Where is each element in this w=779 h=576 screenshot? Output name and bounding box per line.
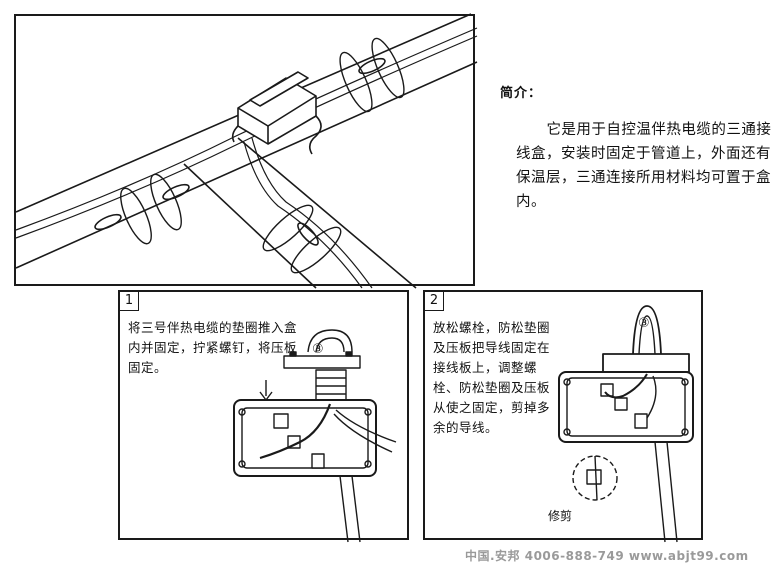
- branch-pipe-left-edge: [183, 163, 317, 289]
- terminal-c: [634, 413, 648, 429]
- intro-body: 它是用于自控温伴热电缆的三通接线盒，安装时固定于管道上，外面还有保温层，三通连接…: [516, 122, 772, 210]
- step-panel-1: 1 将三号伴热电缆的垫圈推入盒内并固定，拧紧螺钉，将压板固定。: [118, 290, 409, 543]
- cable-gland-plate: [283, 355, 361, 369]
- trim-detail-circle: [572, 455, 618, 501]
- step-panel-2: 2 放松螺栓，防松垫圈及压板把导线固定在接线板上，调整螺栓、防松垫圈及压板从使之…: [423, 290, 703, 543]
- terminal-bottom: [311, 453, 325, 469]
- step-1-callout-3: ③: [312, 342, 324, 357]
- terminal-b: [614, 397, 628, 411]
- step-number-2: 2: [425, 292, 444, 311]
- step-2-callout-3: ③: [638, 316, 650, 331]
- terminal-top: [273, 413, 289, 429]
- branch-pipe-right-edge: [237, 137, 417, 289]
- pipe-tee-illustration-frame: [14, 13, 478, 289]
- main-pipe-bottom-edge: [15, 61, 478, 269]
- trim-label: 修剪: [548, 509, 573, 523]
- intro-title: 简介：: [500, 86, 543, 101]
- step-text-1: 将三号伴热电缆的垫圈推入盒内并固定，拧紧螺钉，将压板固定。: [128, 320, 298, 375]
- heat-trace-cable-main: [15, 27, 478, 231]
- watermark: 中国.安邦 4006-888-749 www.abjt99.com: [465, 549, 749, 563]
- step-2-illustration: ③: [558, 305, 694, 543]
- heat-trace-cable-branch: [243, 141, 363, 289]
- step-number-1: 1: [120, 292, 139, 311]
- pipe-tee-illustration: [15, 13, 478, 289]
- cover-plate: [602, 353, 690, 373]
- cable-ties-main: [120, 37, 405, 245]
- insert-arrow: [259, 380, 273, 401]
- step-1-illustration: ③: [233, 329, 397, 543]
- cable-ties-branch: [262, 204, 342, 274]
- step-text-2: 放松螺栓，防松垫圈及压板把导线固定在接线板上，调整螺栓、防松垫圈及压板从使之固定…: [433, 320, 551, 435]
- terminal-a: [600, 383, 614, 397]
